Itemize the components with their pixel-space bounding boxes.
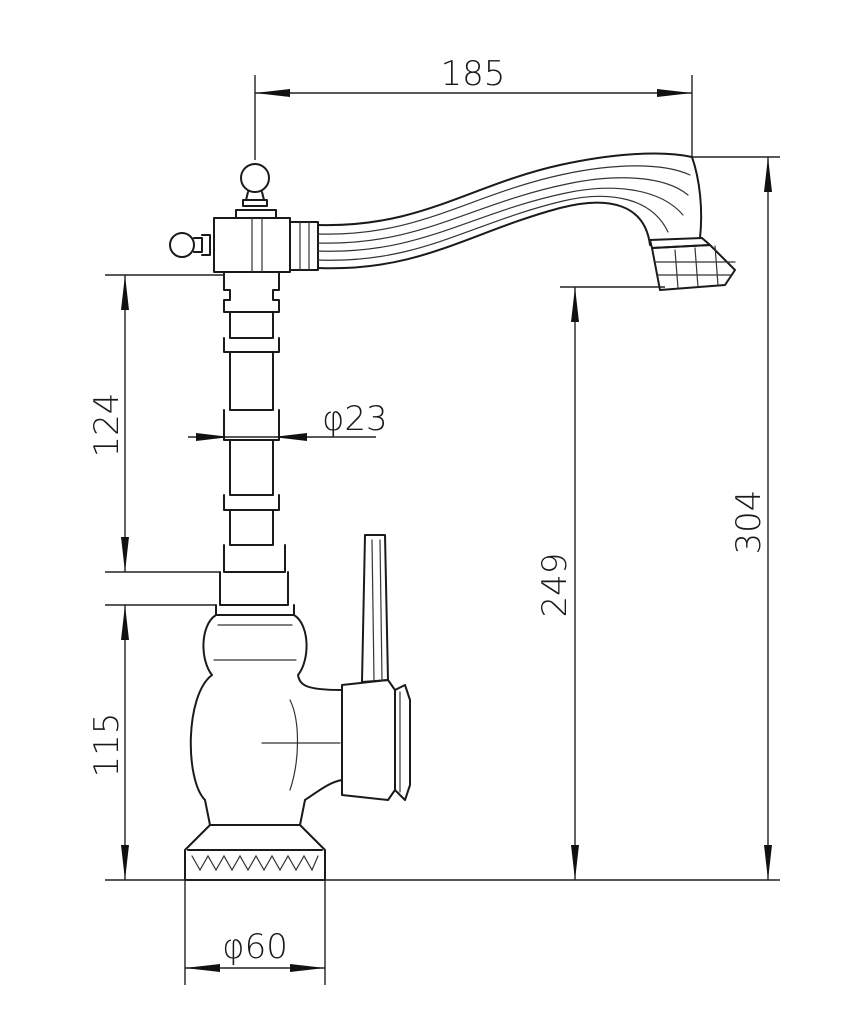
dimension-total-height [692,156,780,880]
label-outlet-height: 249 [535,553,575,618]
label-base-diameter: φ60 [222,927,288,967]
dimension-labels: 185 124 φ23 115 249 304 φ60 [87,54,769,967]
dimension-outlet-height [560,286,665,880]
faucet-outline [169,152,736,881]
base [184,824,326,881]
dimension-base-diameter [184,880,326,985]
dimension-lower-body [105,604,216,880]
top-finial [240,163,270,207]
column [215,271,295,616]
label-lower-body-height: 115 [87,713,127,778]
dimension-upper-body [105,274,225,573]
side-finial [169,232,211,258]
label-column-diameter: φ23 [322,399,388,439]
label-total-height: 304 [729,490,769,555]
valve-body [189,534,411,826]
spout [317,152,703,270]
head-block [213,209,319,273]
label-upper-body-height: 124 [87,393,127,458]
dimension-lines [105,75,780,985]
dimension-column-diameter [188,433,376,441]
label-spout-reach: 185 [441,54,506,94]
aerator [649,237,736,291]
dimension-spout-reach [254,75,693,160]
